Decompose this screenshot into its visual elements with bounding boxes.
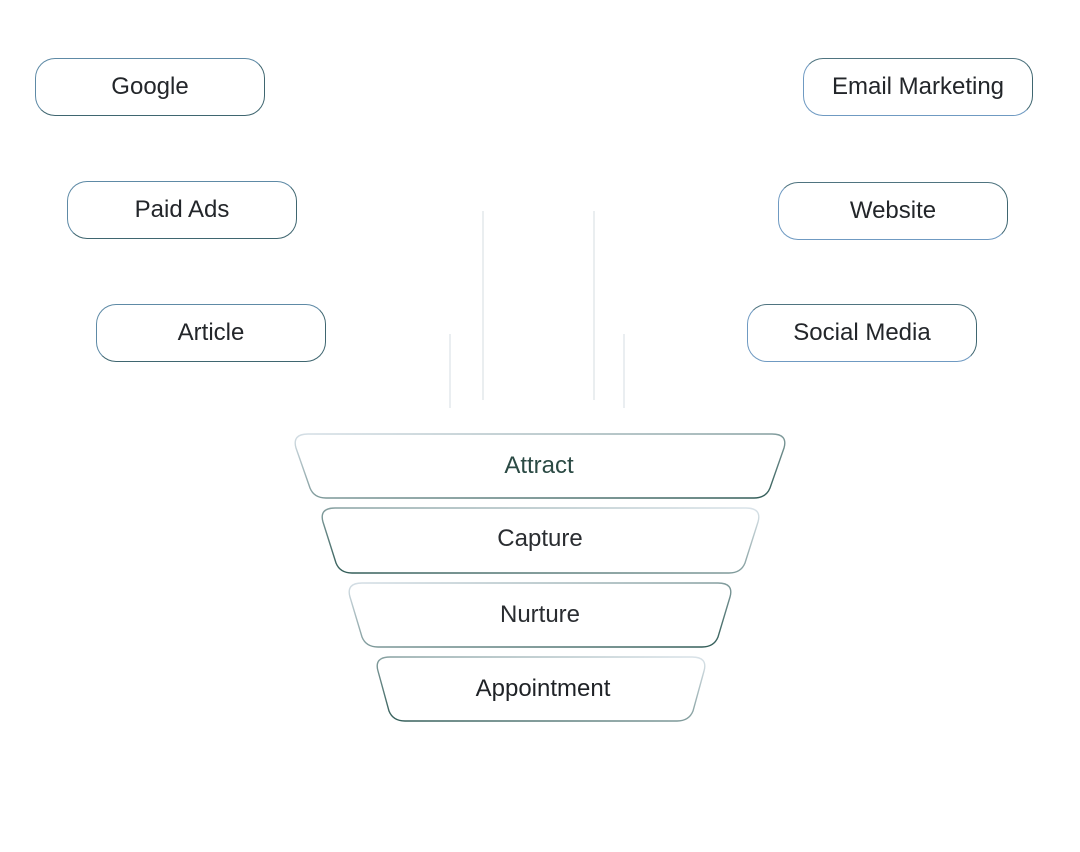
- wire-website: [593, 210, 761, 400]
- wire-email-marketing: [562, 87, 788, 395]
- funnel-stage-nurture-shape: [348, 582, 732, 648]
- source-label: Google: [111, 73, 189, 100]
- source-email-marketing[interactable]: Email Marketing: [803, 58, 1033, 116]
- source-social-media[interactable]: Social Media: [747, 304, 977, 362]
- wire-social-media: [623, 333, 731, 408]
- funnel-stage-attract-shape: [294, 433, 786, 499]
- wire-google: [284, 87, 519, 395]
- source-article[interactable]: Article: [96, 304, 326, 362]
- source-label: Social Media: [793, 319, 931, 346]
- wire-paid-ads: [314, 210, 484, 400]
- funnel-stage-appointment-shape: [376, 656, 706, 722]
- source-paid-ads[interactable]: Paid Ads: [67, 181, 297, 239]
- source-label: Email Marketing: [831, 73, 1005, 100]
- source-label: Article: [177, 319, 245, 346]
- source-website[interactable]: Website: [778, 182, 1008, 240]
- wire-article: [342, 333, 451, 408]
- source-label: Website: [849, 197, 937, 224]
- funnel-stage-nurture: Nurture: [499, 601, 581, 628]
- funnel-stage-capture-shape: [321, 507, 760, 574]
- funnel-stage-capture: Capture: [497, 525, 583, 552]
- funnel-stage-appointment: Appointment: [475, 675, 611, 702]
- funnel-stage-attract: Attract: [504, 452, 574, 479]
- source-label: Paid Ads: [134, 196, 230, 223]
- source-google[interactable]: Google: [35, 58, 265, 116]
